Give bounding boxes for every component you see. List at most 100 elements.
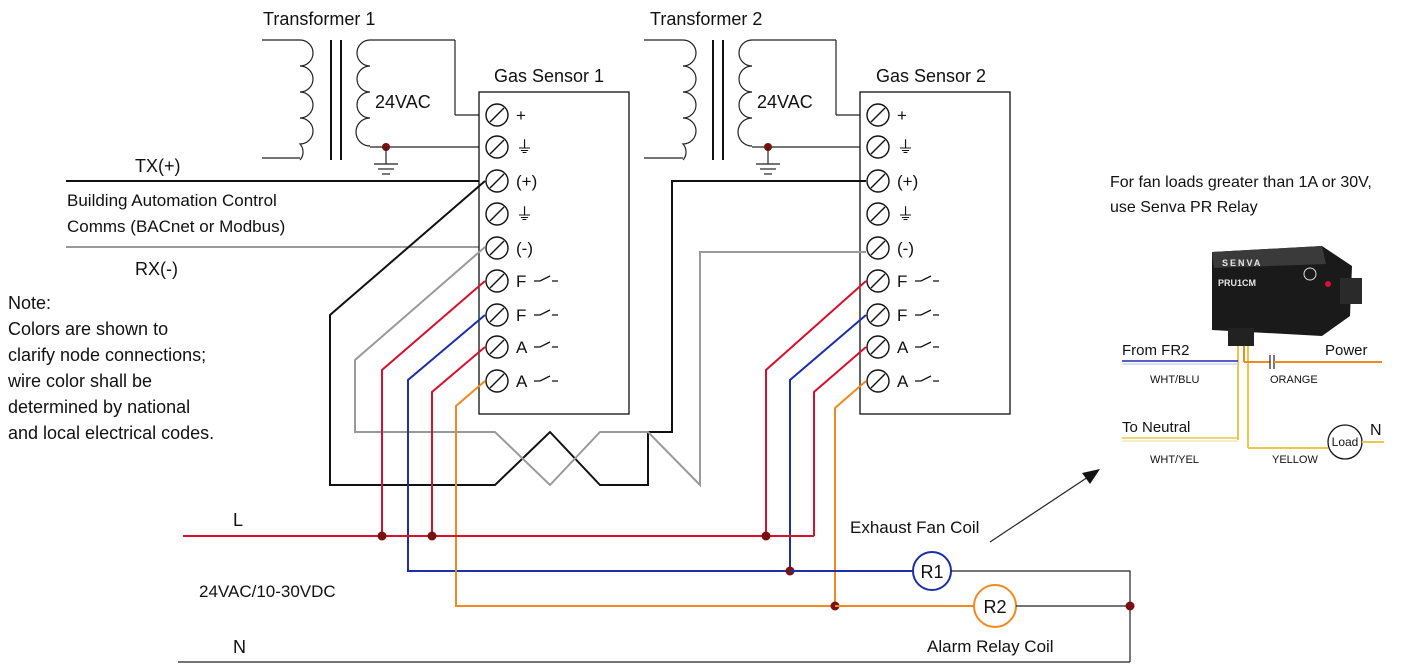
terminal-screw xyxy=(866,103,890,127)
coil-r1-label: Exhaust Fan Coil xyxy=(850,518,979,537)
terminal-screw xyxy=(485,303,509,327)
load-label: Load xyxy=(1332,435,1359,449)
terminal-screw xyxy=(485,369,509,393)
relay-contact-icon xyxy=(534,375,558,382)
transformer-1-primary xyxy=(262,39,314,161)
terminal-label: (-) xyxy=(897,239,914,258)
terminal-label: + xyxy=(516,106,526,125)
terminal-label: A xyxy=(897,338,909,357)
transformer-1-voltage: 24VAC xyxy=(375,92,431,112)
coil-r1: R1 Exhaust Fan Coil xyxy=(790,518,1131,662)
transformer-2: Transformer 2 24VAC xyxy=(644,9,866,175)
terminal-screw xyxy=(485,335,509,359)
coil-r2: R2 Alarm Relay Coil xyxy=(835,584,1135,656)
comms-line-1: Building Automation Control xyxy=(67,191,277,210)
relay-contact-icon xyxy=(534,309,558,316)
to-neutral-wire: WHT/YEL xyxy=(1150,454,1199,466)
comms-minus-wire xyxy=(354,246,866,488)
s2-fan-l-wire xyxy=(765,280,867,536)
s1-fan-out-wire xyxy=(407,314,790,572)
note-line: and local electrical codes. xyxy=(8,423,214,443)
terminal-label: F xyxy=(516,306,526,325)
relay-note-line-1: For fan loads greater than 1A or 30V, xyxy=(1110,174,1372,191)
comms-section: TX(+) Building Automation Control Comms … xyxy=(66,156,485,279)
terminal-label: + xyxy=(897,106,907,125)
terminal-label: A xyxy=(897,372,909,391)
coil-r1-id: R1 xyxy=(920,562,943,582)
transformer-1: Transformer 1 24VAC xyxy=(262,9,485,175)
terminal-screw xyxy=(866,335,890,359)
transformer-2-voltage: 24VAC xyxy=(757,92,813,112)
power-label: Power xyxy=(1325,342,1368,359)
note-line: determined by national xyxy=(8,397,190,417)
relay-model: PRU1CM xyxy=(1218,278,1256,288)
terminal-screw xyxy=(485,269,509,293)
terminal-screw xyxy=(866,135,890,159)
relay-contact-icon xyxy=(915,341,939,348)
relay-contact-icon xyxy=(534,341,558,348)
terminal-label: ⏚ xyxy=(897,205,914,224)
terminal-screw xyxy=(866,236,890,260)
relay-contact-icon xyxy=(534,275,558,282)
s1-alarm-out-wire xyxy=(455,380,835,607)
relay-contact-icon xyxy=(915,275,939,282)
s2-alarm-l-wire xyxy=(813,346,867,536)
load-n-label: N xyxy=(1370,422,1382,439)
terminal-label: F xyxy=(897,306,907,325)
tx-label: TX(+) xyxy=(135,156,181,176)
comms-line-2: Comms (BACnet or Modbus) xyxy=(67,217,285,236)
relay-arrow xyxy=(989,476,1089,543)
from-fr2-wire: WHT/BLU xyxy=(1150,374,1200,386)
terminal-label: A xyxy=(516,372,528,391)
terminal-screw xyxy=(485,236,509,260)
terminal-screw xyxy=(485,103,509,127)
terminal-screw xyxy=(866,202,890,226)
terminal-screw xyxy=(485,169,509,193)
gas-sensor-1-title: Gas Sensor 1 xyxy=(494,66,604,86)
to-neutral-label: To Neutral xyxy=(1122,419,1190,436)
coil-r2-id: R2 xyxy=(983,597,1006,617)
terminal-label: ⏚ xyxy=(516,205,533,224)
terminal-screw xyxy=(866,303,890,327)
relay-note-line-2: use Senva PR Relay xyxy=(1110,199,1258,216)
terminal-label: F xyxy=(516,272,526,291)
note-title: Note: xyxy=(8,293,51,313)
relay-contact-icon xyxy=(915,375,939,382)
note: Note: Colors are shown to clarify node c… xyxy=(7,293,214,443)
terminal-screw xyxy=(485,202,509,226)
load-wire: YELLOW xyxy=(1272,454,1318,466)
terminal-label: (-) xyxy=(516,239,533,258)
terminal-screw xyxy=(485,135,509,159)
terminal-label: ⏚ xyxy=(516,138,533,157)
transformer-2-title: Transformer 2 xyxy=(650,9,762,29)
terminal-screw xyxy=(866,369,890,393)
terminal-label: F xyxy=(897,272,907,291)
s2-fan-out-wire xyxy=(789,314,867,571)
relay-callout: For fan loads greater than 1A or 30V, us… xyxy=(1110,174,1384,466)
transformer-1-secondary xyxy=(355,39,455,147)
terminal-screw xyxy=(866,169,890,193)
terminal-label: (+) xyxy=(897,172,918,191)
comms-plus-wire xyxy=(329,180,866,486)
s1-alarm-l-wire xyxy=(431,346,486,536)
transformer-2-secondary xyxy=(737,39,836,147)
terminal-screw xyxy=(866,269,890,293)
terminal-label: ⏚ xyxy=(897,138,914,157)
rx-label: RX(-) xyxy=(135,259,178,279)
note-line: Colors are shown to xyxy=(8,319,168,339)
relay-brand: SENVA xyxy=(1222,258,1262,268)
power-bus: L 24VAC/10-30VDC N xyxy=(178,510,1130,663)
power-wire: ORANGE xyxy=(1270,374,1318,386)
relay-contact-icon xyxy=(915,309,939,316)
arrow-head-icon xyxy=(1082,469,1100,484)
gas-sensor-2-title: Gas Sensor 2 xyxy=(876,66,986,86)
relay-device-image: SENVA PRU1CM xyxy=(1212,246,1362,346)
s2-alarm-out-wire xyxy=(834,380,867,606)
terminal-label: (+) xyxy=(516,172,537,191)
note-line: wire color shall be xyxy=(7,371,152,391)
